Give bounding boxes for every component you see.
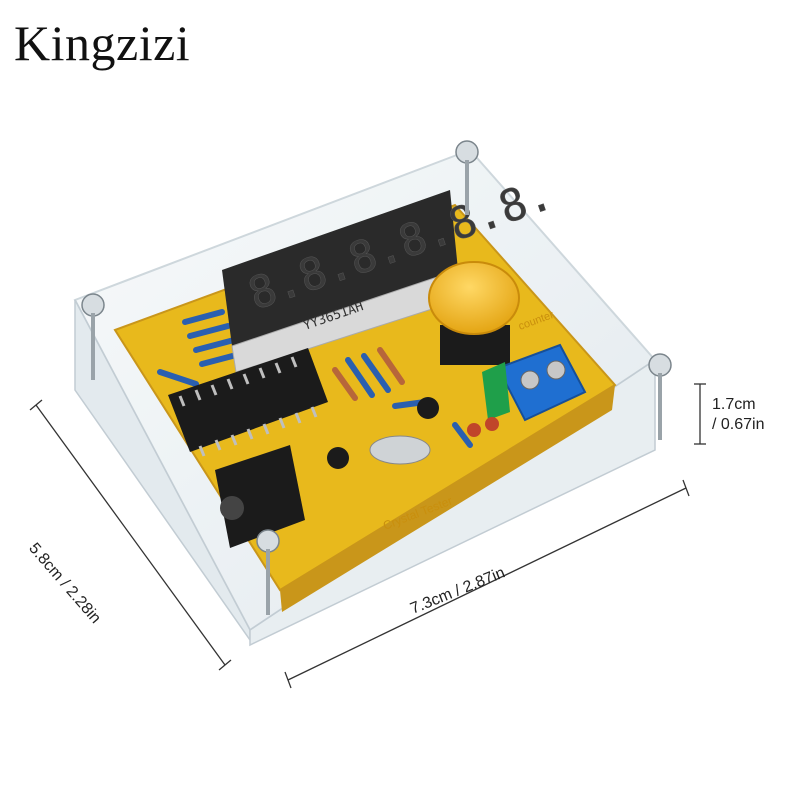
push-button — [428, 261, 520, 365]
screws — [81, 140, 672, 615]
height-dimension-in: / 0.67in — [712, 416, 765, 433]
components — [327, 397, 499, 469]
dimension-lines — [29, 383, 706, 689]
height-dimension-label: 1.7cm / 0.67in — [712, 395, 764, 435]
height-dimension-cm: 1.7cm — [712, 396, 756, 413]
dc-jack — [215, 445, 305, 548]
ic-chip — [168, 348, 328, 457]
brand-logo: Kingzizi — [14, 15, 191, 71]
terminal-block — [482, 343, 587, 422]
